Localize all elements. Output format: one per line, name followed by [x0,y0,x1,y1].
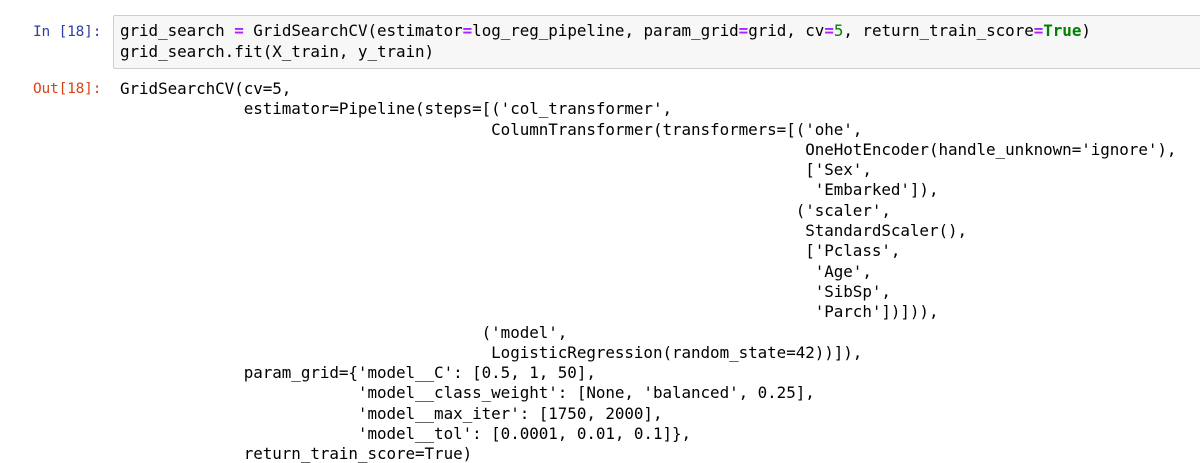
code-output-line: 'Age', [120,261,872,281]
token-op: = [462,21,473,40]
code-output-line: estimator=Pipeline(steps=[('col_transfor… [120,99,672,119]
token-num: 5 [833,21,844,40]
code-output-line: param_grid={'model__C': [0.5, 1, 50], [120,363,596,383]
code-output-line: ('scaler', [120,200,891,220]
token-op: = [824,21,834,40]
code-output-line: 'model__tol': [0.0001, 0.01, 0.1]}, [120,424,692,444]
code-output-line: LogisticRegression(random_state=42))]), [120,342,863,362]
code-output-line: ['Sex', [120,160,872,180]
code-input-text[interactable]: grid_search = GridSearchCV(estimator=log… [120,21,1091,62]
token-op: = [738,21,749,40]
token-text: grid_search.fit(X_train, y_train) [120,41,435,61]
code-output-text: GridSearchCV(cv=5, estimator=Pipeline(st… [120,79,1176,463]
input-prompt: In [18]: [33,24,102,40]
code-output-line: return_train_score=True) [120,444,473,463]
code-input-editor[interactable] [113,15,1200,69]
token-text: , return_train_score [843,21,1034,40]
code-output-line: 'Parch'])])), [120,302,939,322]
token-text: grid_search [120,21,235,40]
token-op: = [234,21,244,40]
code-output-line: 'model__class_weight': [None, 'balanced'… [120,383,815,403]
token-text: grid, cv [748,21,825,40]
code-output-line: 'Embarked']), [120,180,939,200]
code-output-line: 'SibSp', [120,281,891,301]
code-output-line: 'model__max_iter': [1750, 2000], [120,403,663,423]
token-text: ) [1081,21,1091,40]
token-kw: True [1043,21,1082,40]
token-text: GridSearchCV(estimator [243,21,463,40]
code-output-line: ColumnTransformer(transformers=[('ohe', [120,119,863,139]
code-input-line: grid_search.fit(X_train, y_train) [120,42,1091,63]
token-text: log_reg_pipeline, param_grid [472,21,739,40]
code-input-line: grid_search = GridSearchCV(estimator=log… [120,21,1091,42]
code-output-line: GridSearchCV(cv=5, [120,79,292,98]
code-output-line: ['Pclass', [120,241,901,261]
code-output-line: StandardScaler(), [120,221,968,241]
output-prompt: Out[18]: [33,81,102,97]
code-output-line: OneHotEncoder(handle_unknown='ignore'), [120,139,1177,159]
code-output-line: ('model', [120,322,568,342]
token-op: = [1033,21,1044,40]
